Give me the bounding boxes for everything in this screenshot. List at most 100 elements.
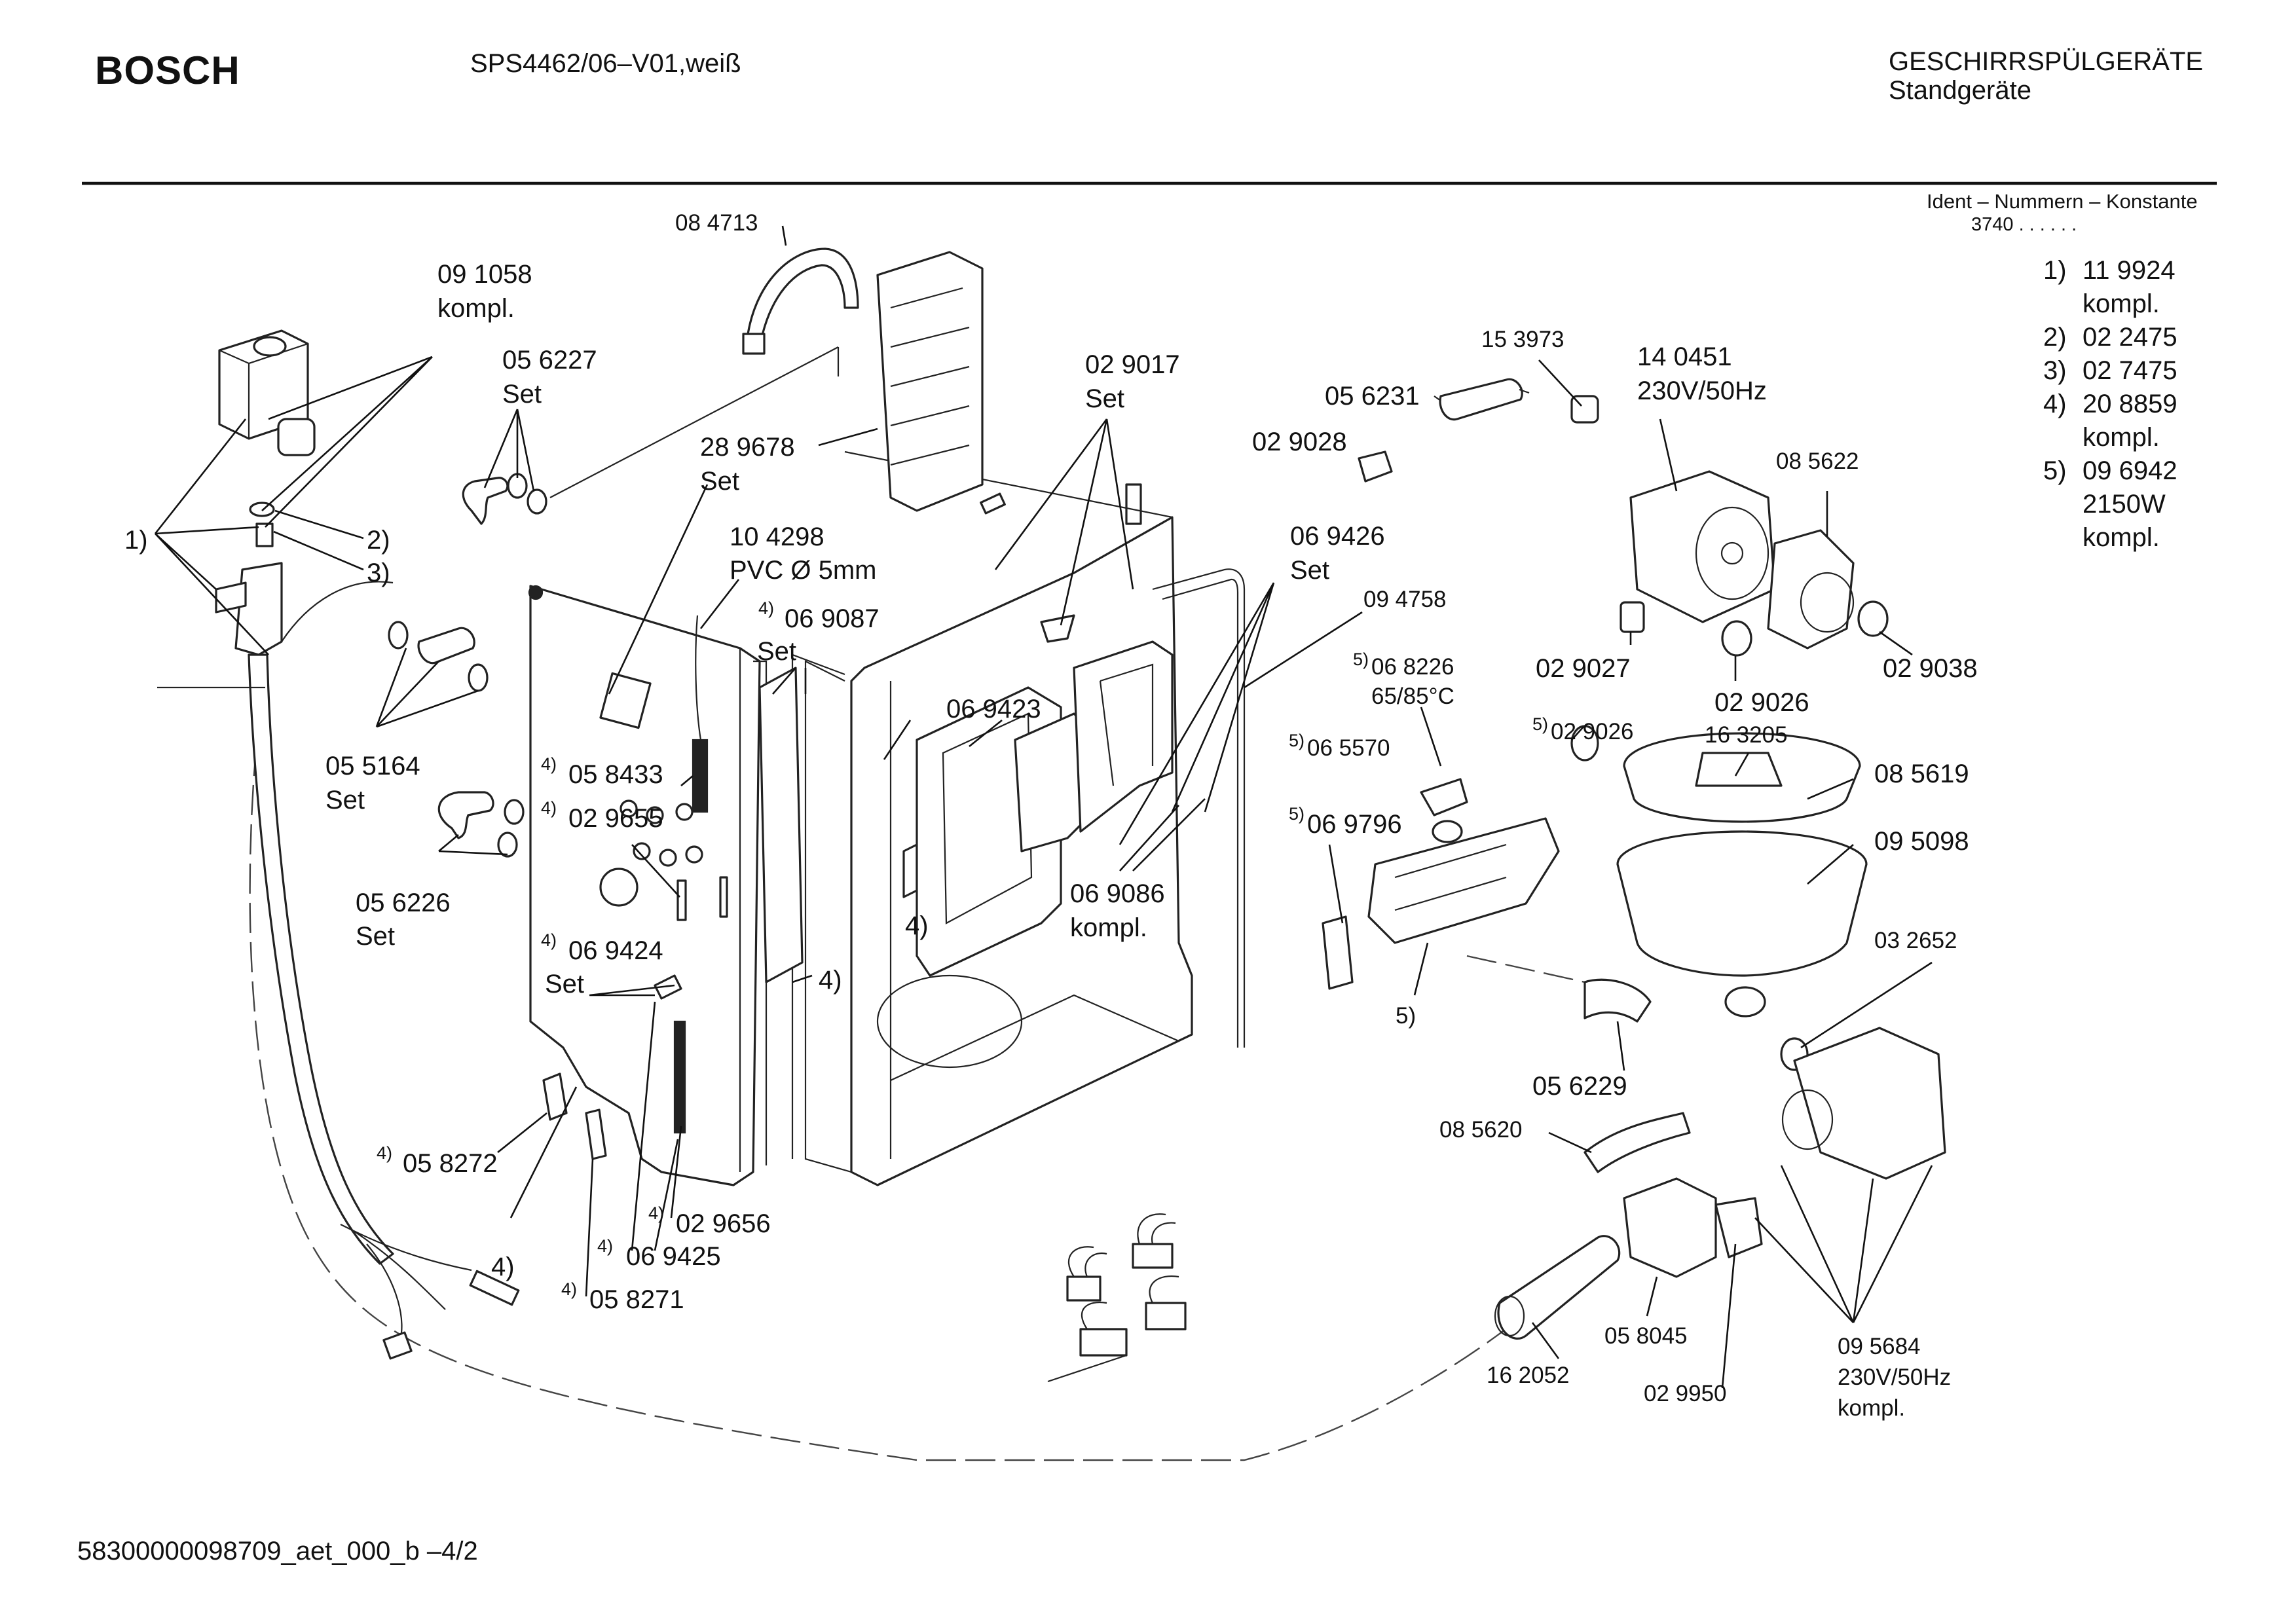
brand-logo: BOSCH	[95, 48, 240, 92]
label-056227: 05 6227	[502, 346, 597, 375]
panel-pivot	[528, 585, 544, 600]
label-140451-note: 230V/50Hz	[1637, 376, 1767, 405]
hose-bend-6227	[462, 477, 509, 525]
aquastop-edges	[219, 342, 308, 439]
short-hose-5164	[417, 627, 475, 665]
category-subtitle: Standgeräte	[1889, 76, 2031, 105]
sup-029026b: 5)	[1532, 714, 1548, 734]
capacitor-leads	[1434, 388, 1530, 401]
panel-hole-3	[675, 803, 694, 821]
label-055164-note: Set	[325, 786, 365, 815]
sup-069425: 4)	[597, 1236, 613, 1256]
tub-front-edge	[804, 660, 892, 1173]
seal-ring-2	[249, 502, 275, 517]
harness-wires	[1067, 1213, 1179, 1330]
label-085620: 08 5620	[1439, 1117, 1523, 1143]
panel-hole-6	[685, 845, 703, 864]
ident-value: 3740 . . . . . .	[1971, 214, 2077, 235]
legend-part-5: 09 6942	[2083, 456, 2177, 485]
bracket-ribs	[890, 287, 970, 466]
clip-029028	[1358, 450, 1393, 483]
label-029656: 02 9656	[676, 1209, 771, 1238]
harness-plug-4	[1145, 1302, 1187, 1330]
label-069087-note: Set	[757, 637, 796, 666]
side-panel-group	[528, 585, 768, 1186]
label-085619: 08 5619	[1874, 760, 1969, 788]
valve-body	[234, 562, 283, 656]
label-029026: 02 9026	[1714, 688, 1809, 717]
motor-face	[1695, 506, 1769, 600]
label-095684: 09 5684	[1838, 1334, 1921, 1359]
label-marker-4a: 4)	[905, 911, 929, 940]
harness-plug-1	[1066, 1275, 1102, 1302]
cable-094758-inner	[1162, 578, 1239, 1048]
sup-058271: 4)	[561, 1279, 577, 1299]
switch-8271	[585, 1108, 607, 1160]
label-029028: 02 9028	[1252, 428, 1347, 456]
hanger-hook-084713	[745, 247, 859, 348]
hose-bend-6226	[437, 791, 494, 839]
panel-slot-right	[719, 876, 728, 918]
sup-069796: 5)	[1289, 804, 1305, 824]
bushing-029027	[1620, 601, 1645, 633]
label-marker-4b: 4)	[819, 966, 842, 995]
tub-sump-opening	[876, 974, 1023, 1069]
panel-hole-1	[620, 799, 638, 818]
leader-lines	[154, 225, 1933, 1389]
sup-058272: 4)	[377, 1143, 392, 1163]
legend-part-4: 20 8859	[2083, 390, 2177, 418]
sup-065570: 5)	[1289, 731, 1305, 750]
heater-block-5	[1367, 817, 1560, 944]
panel-hole-2	[646, 806, 664, 824]
drain-pump-095684	[1793, 1027, 1946, 1180]
motor-shaft	[1720, 541, 1744, 565]
label-162052: 16 2052	[1487, 1363, 1570, 1388]
seal-frame-069087	[758, 667, 804, 983]
label-029027: 02 9027	[1536, 654, 1631, 683]
dispenser-cover-ribs	[1099, 663, 1154, 786]
label-marker-2: 2)	[367, 526, 390, 555]
sup-069087: 4)	[758, 598, 774, 618]
drain-pump-inlet	[1781, 1089, 1834, 1150]
gasket-029026	[1721, 620, 1752, 657]
capacitor-056231	[1439, 378, 1523, 421]
sup-058433: 4)	[541, 754, 557, 774]
label-069424: 06 9424	[568, 936, 663, 965]
document-id: 58300000098709_aet_000_b –4/2	[77, 1537, 478, 1566]
label-095684-kompl: kompl.	[1838, 1395, 1905, 1421]
hose-056229	[1583, 978, 1652, 1023]
label-058045: 05 8045	[1604, 1323, 1688, 1349]
sup-029656: 4)	[648, 1203, 664, 1223]
thermostat-068226	[1432, 820, 1463, 843]
label-032652: 03 2652	[1874, 928, 1957, 953]
pvc-tube-104298	[695, 615, 702, 741]
hose-plug	[382, 1331, 413, 1360]
label-069796: 06 9796	[1307, 810, 1402, 839]
harness-plug-2	[1132, 1243, 1174, 1269]
ring-6226-b	[497, 832, 518, 858]
harness-lead	[1047, 1354, 1127, 1383]
label-029950: 02 9950	[1644, 1381, 1727, 1406]
legend-num-3: 3)	[2043, 356, 2067, 385]
label-029026b: 02 9026	[1551, 719, 1634, 744]
hook-clip	[742, 333, 766, 355]
label-065570: 06 5570	[1307, 735, 1390, 761]
label-069425: 06 9425	[626, 1242, 721, 1271]
label-069426-note: Set	[1290, 556, 1329, 585]
panel-rim	[753, 660, 768, 1165]
sup-029655: 4)	[541, 798, 557, 818]
sleeve-end	[1494, 1295, 1525, 1337]
bracket-9017-a	[980, 492, 1006, 515]
tub-floor-line	[890, 994, 1179, 1081]
sup-069424: 4)	[541, 930, 557, 950]
label-069087: 06 9087	[785, 604, 880, 633]
label-marker-4c: 4)	[491, 1253, 515, 1281]
pump-outlet	[1800, 572, 1855, 633]
clamp-5164-b	[468, 663, 489, 692]
label-056226-note: Set	[356, 922, 395, 951]
label-091058-note: kompl.	[437, 294, 515, 323]
hose-clamps-group	[388, 473, 547, 858]
label-069426: 06 9426	[1290, 522, 1385, 551]
tub-side-rail	[791, 653, 845, 1159]
